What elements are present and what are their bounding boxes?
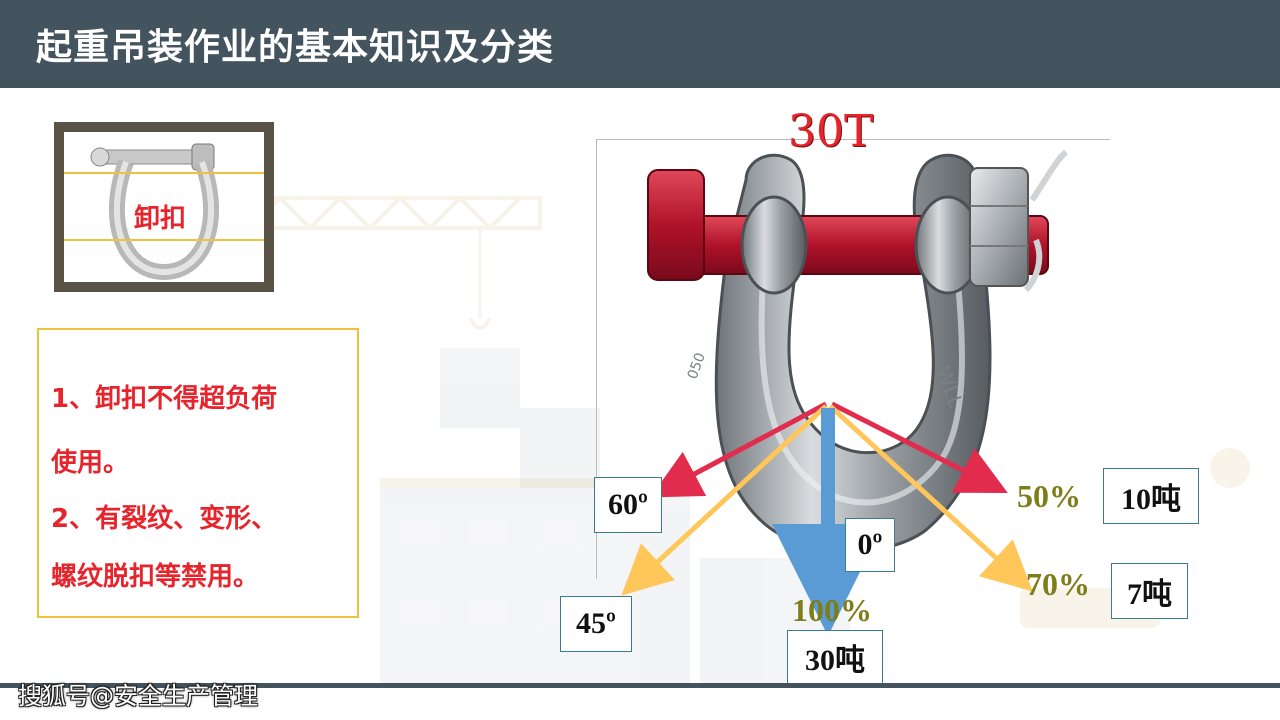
thumbnail-guide-line-top [64,172,264,174]
load-percent-60: 50% [1017,478,1081,514]
shackle-photo: WLL 050 [647,149,1069,553]
thumbnail-guide-line-bottom [64,239,264,241]
angle-label-60: 60º [594,477,662,533]
arrow-60-left [650,401,828,498]
watermark-text: 搜狐号@安全生产管理 [18,682,258,710]
header-bar: 起重吊装作业的基本知识及分类 [0,0,1280,88]
photo-left-rule [596,139,597,579]
shackle-rating-label: 30T [788,106,874,157]
arrow-45-left [621,404,828,596]
note-line-3: 2、有裂纹、变形、 [51,504,278,534]
footer-bar [0,683,1280,688]
load-percent-0: 100% [792,592,872,628]
load-tonnage-60: 10吨 [1103,468,1199,524]
note-line-1: 1、卸扣不得超负荷 [51,384,278,414]
thumbnail-label: 卸扣 [134,204,187,234]
load-percent-45: 70% [1026,566,1090,602]
load-tonnage-45: 7吨 [1111,563,1188,619]
safety-notes-box: 1、卸扣不得超负荷 使用。 2、有裂纹、变形、 螺纹脱扣等禁用。 [37,328,359,618]
small-shackle-icon [90,143,220,281]
arrow-45-right [828,404,1033,592]
note-line-4: 螺纹脱扣等禁用。 [51,562,260,592]
angle-label-45: 45º [560,596,632,652]
thumbnail-image: 卸扣 [64,132,264,282]
slide-title: 起重吊装作业的基本知识及分类 [36,27,555,68]
note-line-2: 使用。 [51,448,130,478]
load-tonnage-0: 30吨 [787,630,883,684]
arrow-60-right [830,401,1008,494]
angle-label-0: 0º [845,518,895,572]
photo-top-rule [596,139,1110,140]
shackle-thumbnail: 卸扣 [54,122,274,292]
